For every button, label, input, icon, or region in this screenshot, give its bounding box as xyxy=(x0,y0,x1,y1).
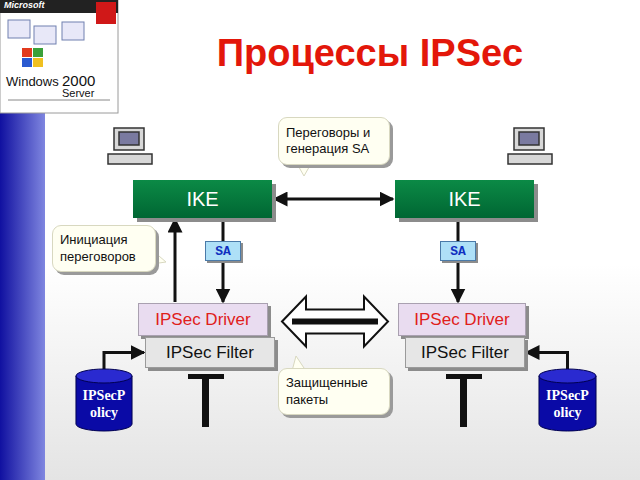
computer-icon xyxy=(108,128,152,164)
connector-line xyxy=(222,261,225,302)
connector-line xyxy=(457,261,460,302)
node-text: IPSecP olicy xyxy=(538,388,597,422)
node-text: Защищенные пакеты xyxy=(286,375,382,408)
connector xyxy=(223,261,224,302)
logo-text: 2000 xyxy=(62,72,95,89)
node-text: IPSec Driver xyxy=(414,310,509,330)
sa-box: SA xyxy=(205,241,241,261)
node-text: IKE xyxy=(448,188,480,211)
connector-line xyxy=(274,198,393,201)
double-arrow-core xyxy=(292,319,378,325)
callout-box: Переговоры и генерация SA xyxy=(278,117,390,165)
connector xyxy=(458,218,459,241)
connector xyxy=(282,297,388,347)
node-text: IPSec Filter xyxy=(166,343,254,363)
node-text: Переговоры и генерация SA xyxy=(286,125,382,158)
filter-box: IPSec Filter xyxy=(145,337,275,368)
connector xyxy=(223,218,224,241)
callout-box: Защищенные пакеты xyxy=(278,368,390,415)
ike-box: IKE xyxy=(133,180,272,218)
node-text: SA xyxy=(215,244,231,259)
logo-text: Windows xyxy=(6,74,59,89)
node-text: IPSec Filter xyxy=(421,343,509,363)
connector-line xyxy=(174,219,177,302)
connector xyxy=(175,219,176,302)
policy-cylinder: IPSecP olicy xyxy=(75,368,133,432)
node-text: SA xyxy=(450,244,466,259)
slide-title: Процессы IPSec xyxy=(150,32,590,75)
ike-box: IKE xyxy=(395,180,534,218)
connector xyxy=(274,199,393,200)
logo-text: Server xyxy=(62,87,94,99)
sa-box: SA xyxy=(440,241,476,261)
callout-box: Инициация переговоров xyxy=(52,225,156,272)
node-text: IPSec Driver xyxy=(155,310,250,330)
policy-cylinder: IPSecP olicy xyxy=(538,368,597,432)
node-text: IKE xyxy=(186,188,218,211)
connector-line xyxy=(457,218,460,241)
node-text: IPSecP olicy xyxy=(75,388,133,422)
double-arrow-shape xyxy=(282,297,388,347)
driver-box: IPSec Driver xyxy=(398,303,526,336)
connector-line xyxy=(222,218,225,241)
connector xyxy=(458,261,459,302)
computer-icon xyxy=(508,128,552,164)
filter-box: IPSec Filter xyxy=(405,337,525,368)
side-band xyxy=(0,113,45,480)
windows-logo-box xyxy=(0,0,118,113)
driver-box: IPSec Driver xyxy=(138,303,268,336)
node-text: Инициация переговоров xyxy=(60,232,148,265)
logo-text: Microsoft xyxy=(4,0,45,10)
